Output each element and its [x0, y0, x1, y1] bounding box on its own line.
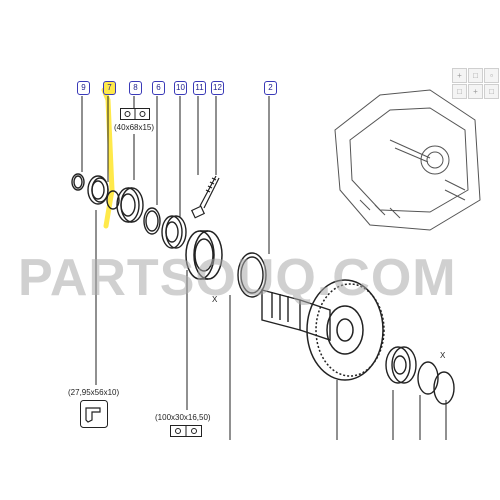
x-mark-upper: X: [212, 295, 218, 304]
callout-11[interactable]: 11: [193, 81, 206, 95]
shaft: [261, 289, 331, 341]
part-9-circlip: [71, 173, 85, 191]
callout-7[interactable]: 7: [103, 81, 116, 95]
callout-9[interactable]: 9: [77, 81, 90, 95]
gearbox-housing-sketch: [334, 89, 481, 231]
part-7-seal: [87, 175, 109, 205]
watermark: PARTSOUQ.COM: [18, 249, 457, 307]
bearing-symbol-icon-large: [170, 425, 202, 437]
callout-8[interactable]: 8: [129, 81, 142, 95]
large-bearing: [185, 230, 223, 280]
part-7-spacer: [106, 190, 120, 210]
crown-wheel: [306, 279, 385, 381]
callout-2[interactable]: 2: [264, 81, 277, 95]
part-10-bearing-cage: [161, 215, 187, 249]
callout-6[interactable]: 6: [152, 81, 165, 95]
part-2-shim: [237, 252, 267, 298]
part-7-highlight-stroke: [101, 87, 115, 229]
leader-lines: [81, 96, 447, 440]
callout-10[interactable]: 10: [174, 81, 187, 95]
x-mark-lower: X: [440, 351, 446, 360]
bearing-small-dimension: (40x68x15): [114, 123, 155, 132]
toolbar-icon[interactable]: + □ ▫ □ + □: [452, 68, 499, 102]
part-8-bearing: [116, 187, 144, 223]
part-6-ring: [143, 207, 161, 235]
part-12-speedo-gear: [190, 175, 220, 219]
callout-12[interactable]: 12: [211, 81, 224, 95]
seal-profile-icon: [80, 400, 108, 428]
diff-bearing: [385, 346, 417, 384]
seal-dimension: (27,95x56x10): [68, 388, 120, 397]
bearing-symbol-icon: [120, 108, 150, 120]
diff-circlip: [417, 361, 455, 405]
bearing-large-dimension: (100x30x16,50): [155, 413, 211, 422]
